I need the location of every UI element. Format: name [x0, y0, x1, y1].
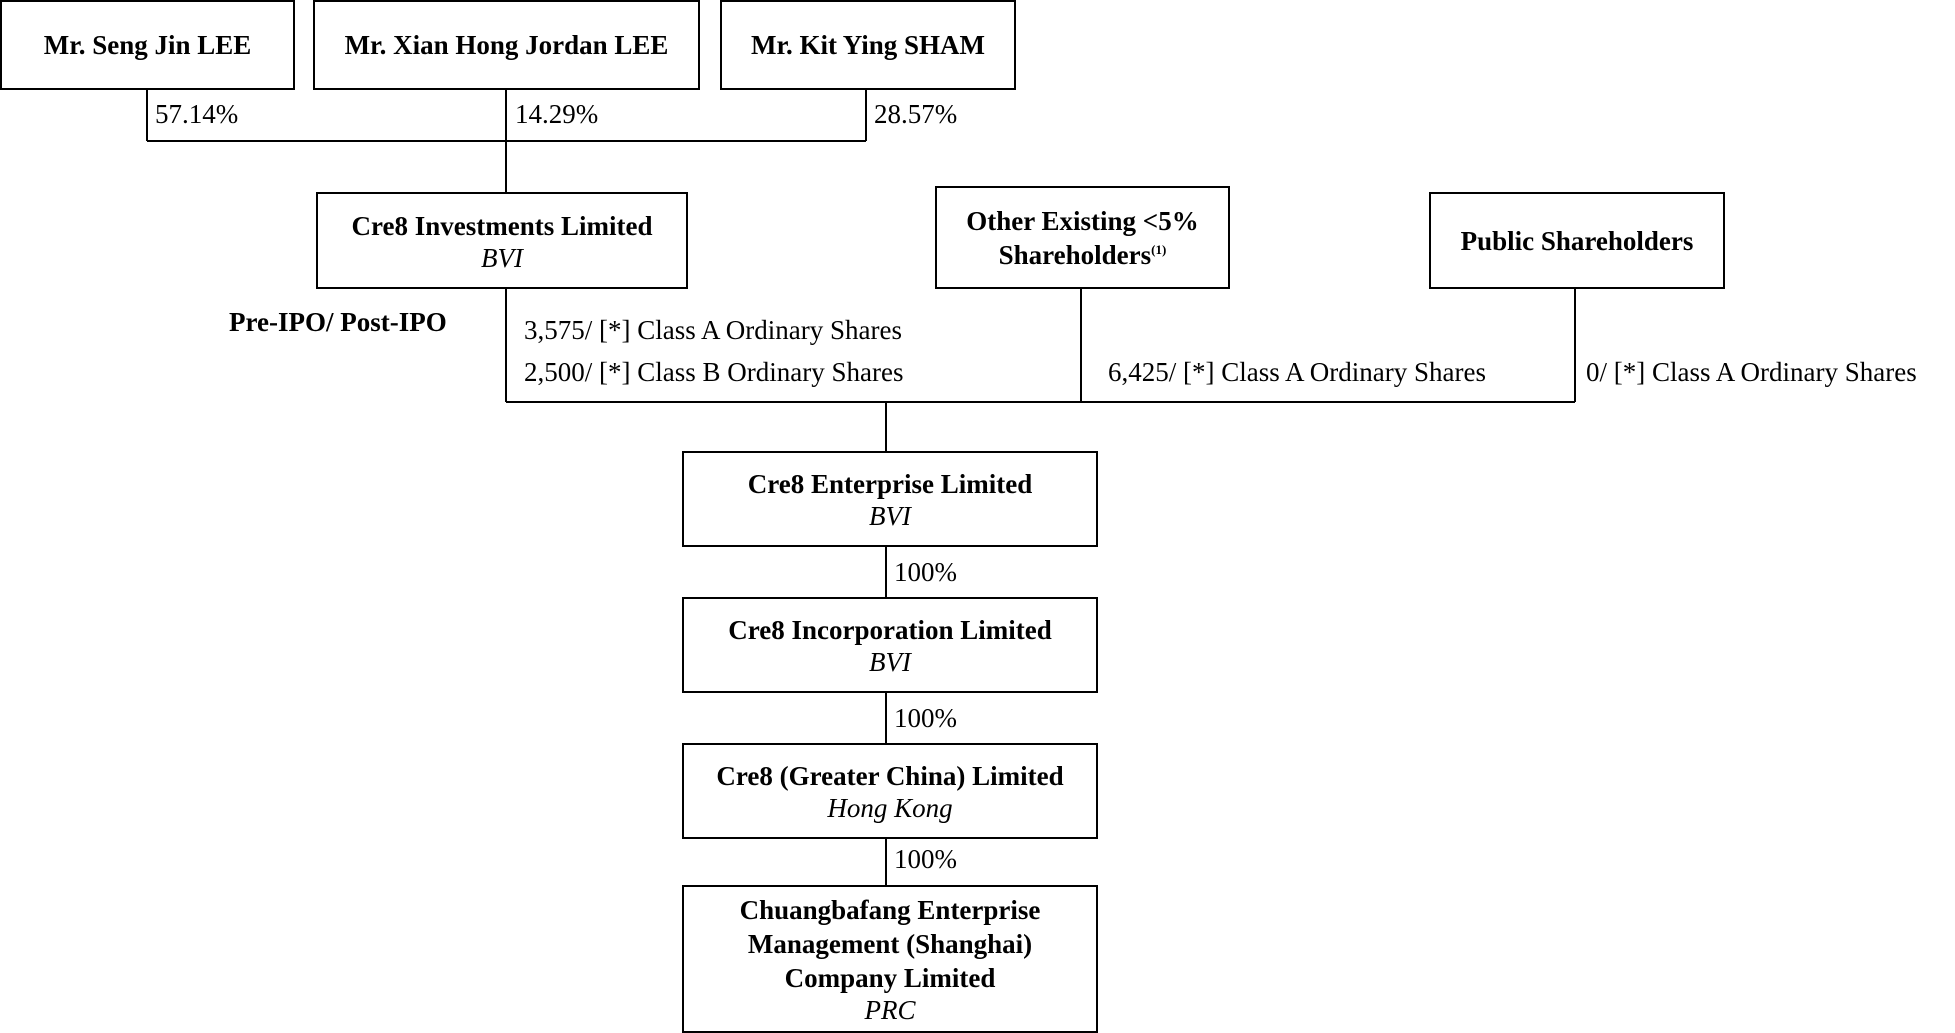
entity-box-other-existing-shareholders: Other Existing <5% Shareholders(1) — [935, 186, 1230, 289]
holding-cre8-investments-class-b: 2,500/ [*] Class B Ordinary Shares — [524, 357, 904, 387]
entity-name: Cre8 Enterprise Limited — [747, 469, 1033, 499]
shareholder-box-kit-ying-sham: Mr. Kit Ying SHAM — [720, 0, 1016, 90]
entity-name: Cre8 Investments Limited — [351, 210, 653, 241]
footnote-marker: (1) — [1151, 241, 1167, 257]
entity-box-cre8-greater-china: Cre8 (Greater China) Limited Hong Kong — [682, 743, 1098, 839]
entity-name-line3: Company Limited — [784, 963, 996, 993]
shareholder-name: Mr. Xian Hong Jordan LEE — [344, 30, 669, 60]
entity-box-public-shareholders: Public Shareholders — [1429, 192, 1725, 289]
percentage-kit-ying-sham: 28.57% — [874, 99, 958, 129]
entity-name: Public Shareholders — [1460, 225, 1694, 256]
entity-name-line1: Other Existing <5% — [966, 205, 1199, 236]
shareholder-name: Mr. Kit Ying SHAM — [751, 30, 985, 60]
holding-cre8-investments-class-a: 3,575/ [*] Class A Ordinary Shares — [524, 315, 902, 345]
shareholder-name: Mr. Seng Jin LEE — [43, 30, 252, 60]
entity-box-chuangbafang: Chuangbafang Enterprise Management (Shan… — [682, 885, 1098, 1033]
entity-jurisdiction: PRC — [864, 995, 916, 1025]
pre-post-ipo-heading: Pre-IPO/ Post-IPO — [229, 307, 447, 337]
holding-other-existing-class-a: 6,425/ [*] Class A Ordinary Shares — [1108, 357, 1486, 387]
entity-jurisdiction: Hong Kong — [827, 793, 953, 823]
entity-box-cre8-enterprise: Cre8 Enterprise Limited BVI — [682, 451, 1098, 547]
shareholder-box-xian-hong-jordan-lee: Mr. Xian Hong Jordan LEE — [313, 0, 700, 90]
entity-name: Cre8 (Greater China) Limited — [716, 761, 1064, 791]
entity-name-line2: Shareholders(1) — [998, 239, 1167, 270]
entity-jurisdiction: BVI — [481, 242, 523, 273]
entity-jurisdiction: BVI — [869, 501, 911, 531]
shareholder-box-seng-jin-lee: Mr. Seng Jin LEE — [0, 0, 295, 90]
percentage-cre8-incorporation: 100% — [894, 557, 957, 587]
entity-name-line2: Management (Shanghai) — [747, 929, 1033, 959]
entity-name-line1: Chuangbafang Enterprise — [739, 895, 1041, 925]
entity-box-cre8-incorporation: Cre8 Incorporation Limited BVI — [682, 597, 1098, 693]
entity-jurisdiction: BVI — [869, 647, 911, 677]
entity-box-cre8-investments: Cre8 Investments Limited BVI — [316, 192, 688, 289]
percentage-seng-jin-lee: 57.14% — [155, 99, 239, 129]
percentage-cre8-greater-china: 100% — [894, 703, 957, 733]
percentage-xian-hong-jordan-lee: 14.29% — [515, 99, 599, 129]
entity-name: Cre8 Incorporation Limited — [728, 615, 1052, 645]
percentage-chuangbafang: 100% — [894, 844, 957, 874]
holding-public-class-a: 0/ [*] Class A Ordinary Shares — [1586, 357, 1917, 387]
